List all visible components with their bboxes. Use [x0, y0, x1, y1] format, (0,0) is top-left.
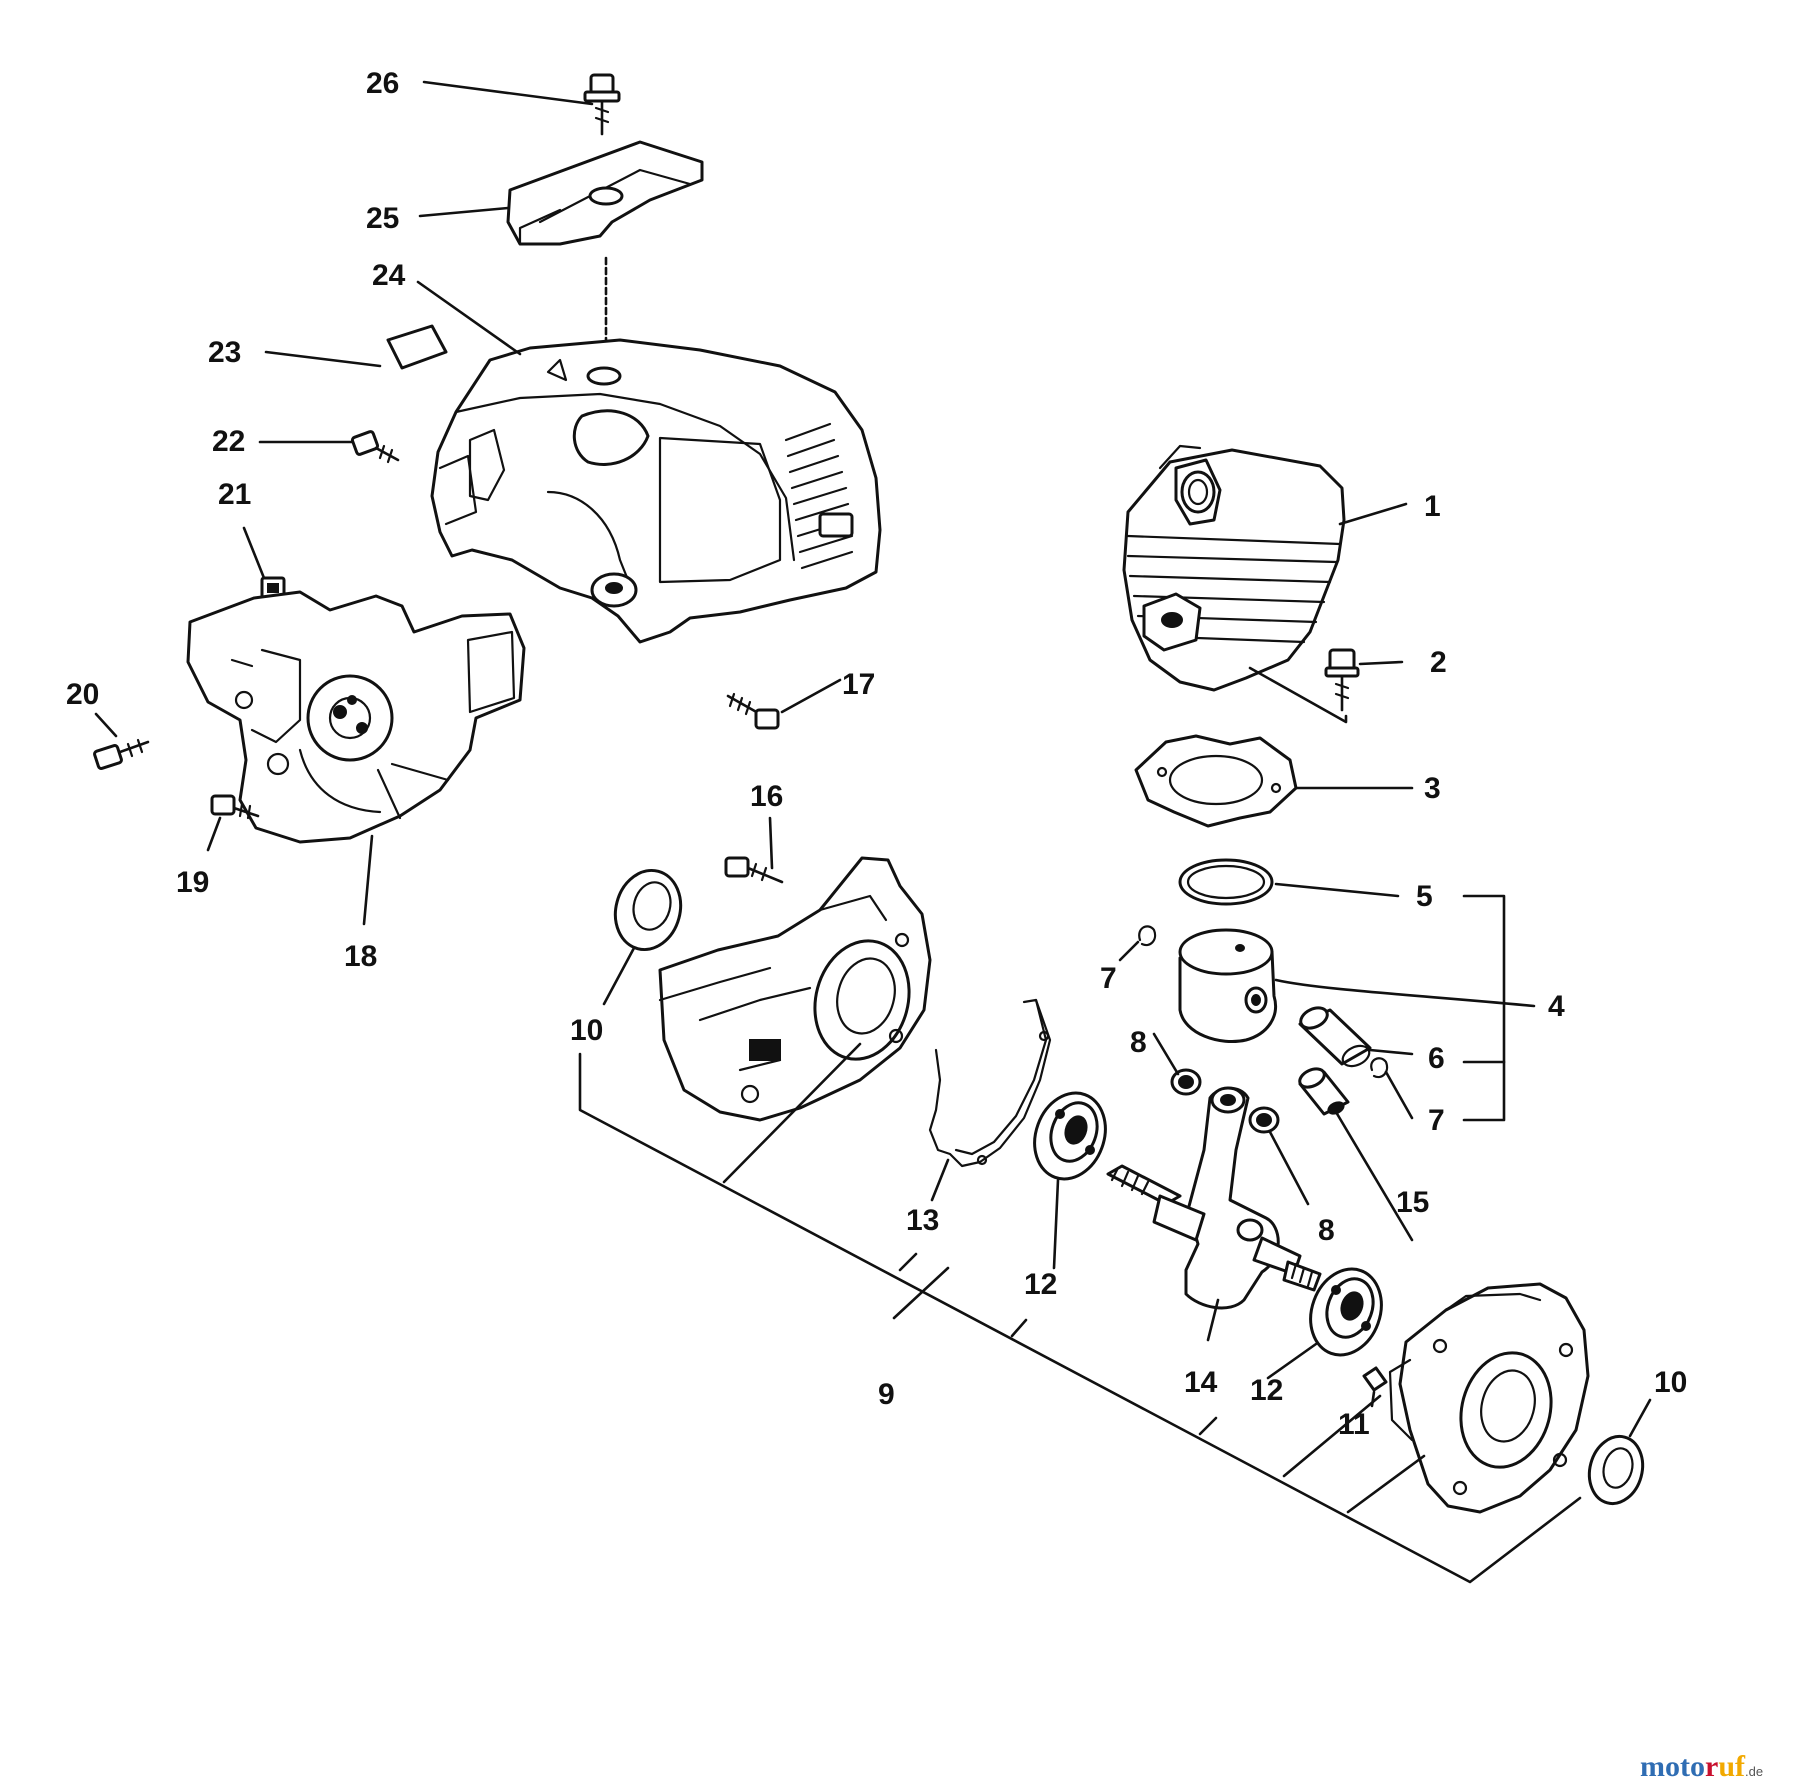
part-19-screw: [210, 794, 260, 820]
callout-20: 20: [66, 678, 99, 711]
part-20-screw: [93, 738, 150, 770]
part-18-fan-housing: [186, 590, 526, 844]
part-15-needle-bearing: [1298, 1067, 1350, 1116]
part-8-washer-left: [1170, 1068, 1202, 1096]
part-10-seal-right: [1587, 1434, 1645, 1506]
callout-17: 17: [842, 668, 875, 701]
callout-6: 6: [1428, 1042, 1445, 1075]
part-10-seal-left: [613, 868, 683, 952]
callout-10-right: 10: [1654, 1366, 1687, 1399]
part-13-gasket: [928, 998, 1052, 1168]
callout-3: 3: [1424, 772, 1441, 805]
callout-18: 18: [344, 940, 377, 973]
callout-26: 26: [366, 67, 399, 100]
part-7-clip-left: [1138, 925, 1157, 947]
callout-1: 1: [1424, 490, 1441, 523]
part-11-pin: [1362, 1366, 1388, 1392]
part-26-screw: [583, 73, 621, 136]
part-7-clip-right: [1370, 1057, 1389, 1079]
part-3-gasket: [1134, 734, 1298, 828]
callout-16: 16: [750, 780, 783, 813]
callout-24: 24: [372, 259, 406, 292]
callout-12-right: 12: [1250, 1374, 1283, 1407]
watermark-brand-uf: uf: [1718, 1750, 1746, 1783]
svg-text:motoruf.de: motoruf.de: [1640, 1750, 1763, 1783]
callout-14: 14: [1184, 1366, 1218, 1399]
callout-5: 5: [1416, 880, 1433, 913]
callout-7-right: 7: [1428, 1104, 1445, 1137]
part-8-washer-right: [1248, 1106, 1280, 1134]
part-25-top-plate: [506, 140, 704, 246]
callout-11: 11: [1338, 1408, 1370, 1441]
part-5-piston-ring: [1178, 858, 1274, 906]
part-2-screw: [1324, 648, 1360, 712]
watermark-brand-moto: moto: [1640, 1750, 1705, 1783]
callout-23: 23: [208, 336, 241, 369]
part-1-cylinder: [1122, 444, 1346, 692]
callout-8-right: 8: [1318, 1214, 1335, 1247]
part-22-screw: [350, 430, 400, 464]
watermark-brand-r: r: [1705, 1750, 1718, 1783]
callout-10-left: 10: [570, 1014, 603, 1047]
part-21-nut: [260, 576, 286, 600]
part-12-bearing-right: [1309, 1267, 1383, 1357]
watermark-tld: .de: [1745, 1764, 1763, 1779]
callout-2: 2: [1430, 646, 1447, 679]
watermark-logo: motoruf.de: [1640, 1750, 1763, 1783]
part-23-label: [386, 324, 448, 370]
part-4-piston: [1178, 928, 1277, 1043]
part-17-screw: [726, 692, 780, 730]
part-24-engine-cover: [430, 338, 882, 644]
callout-4: 4: [1548, 990, 1565, 1023]
callout-12-left: 12: [1024, 1268, 1057, 1301]
part-16-screw: [724, 856, 784, 884]
callout-19: 19: [176, 866, 209, 899]
part-14-crankshaft: [1106, 1086, 1322, 1310]
part-9-crankcase-left: [658, 856, 932, 1122]
part-6-piston-pin: [1298, 1006, 1372, 1068]
callout-9: 9: [878, 1378, 895, 1411]
callout-13: 13: [906, 1204, 939, 1237]
callout-15: 15: [1396, 1186, 1429, 1219]
part-9-crankcase-right: [1388, 1282, 1590, 1514]
callout-7-left: 7: [1100, 962, 1117, 995]
callout-8-left: 8: [1130, 1026, 1147, 1059]
callout-22: 22: [212, 425, 245, 458]
callout-25: 25: [366, 202, 399, 235]
leader-lines: [94, 80, 1652, 1584]
callout-labels: 26 25 24 23 22 21 20 19 18 17 16 1 2 3 5…: [66, 67, 1687, 1441]
callout-21: 21: [218, 478, 251, 511]
part-12-bearing-left: [1033, 1091, 1107, 1181]
